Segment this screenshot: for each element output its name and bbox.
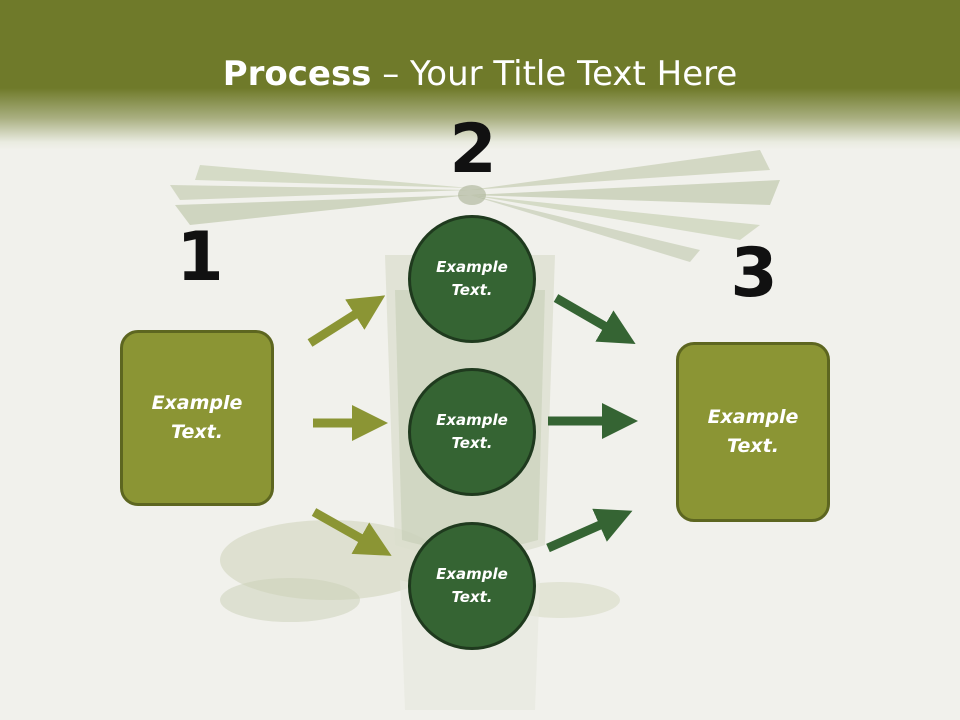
arrow-left-to-top [307,295,386,347]
title-bold: Process [222,54,372,94]
arrow-bottom-to-right [546,508,633,553]
arrow-left-to-bottom [311,508,392,556]
step-number-3: 3 [730,234,778,313]
right-step-box: Example Text. [676,342,830,522]
circle-top: Example Text. [408,215,536,343]
title-rest: – Your Title Text Here [371,54,738,94]
circle-middle-label: Example Text. [436,411,508,452]
arrow-top-to-right [553,294,636,345]
circle-bottom-label: Example Text. [436,565,508,606]
left-step-label: Example Text. [151,392,243,443]
left-step-box: Example Text. [120,330,274,506]
right-step-label: Example Text. [707,406,799,457]
circle-bottom: Example Text. [408,522,536,650]
circle-top-label: Example Text. [436,258,508,299]
circle-middle: Example Text. [408,368,536,496]
header-band [0,0,960,150]
step-number-1: 1 [176,218,224,297]
step-number-2: 2 [449,110,497,189]
slide-title: Process – Your Title Text Here [0,52,960,96]
